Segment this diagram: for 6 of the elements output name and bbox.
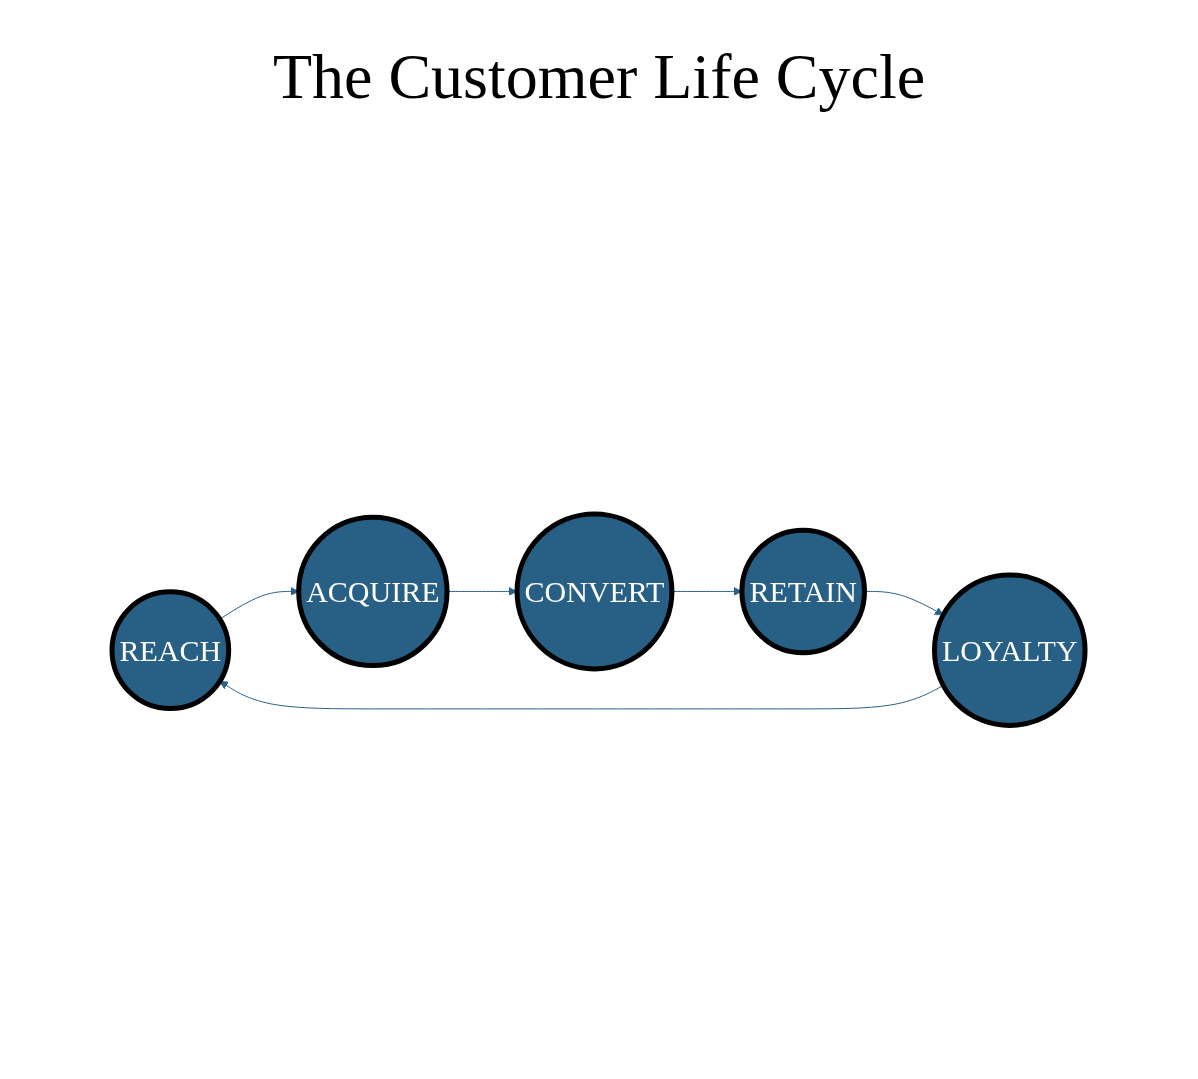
node-circle: REACH	[109, 589, 232, 711]
node-circle: RETAIN	[739, 527, 868, 655]
node-circle: ACQUIRE	[296, 514, 450, 668]
diagram-title: The Customer Life Cycle	[272, 40, 926, 114]
node-circle: LOYALTY	[932, 572, 1088, 728]
node-circle: CONVERT	[515, 511, 675, 672]
